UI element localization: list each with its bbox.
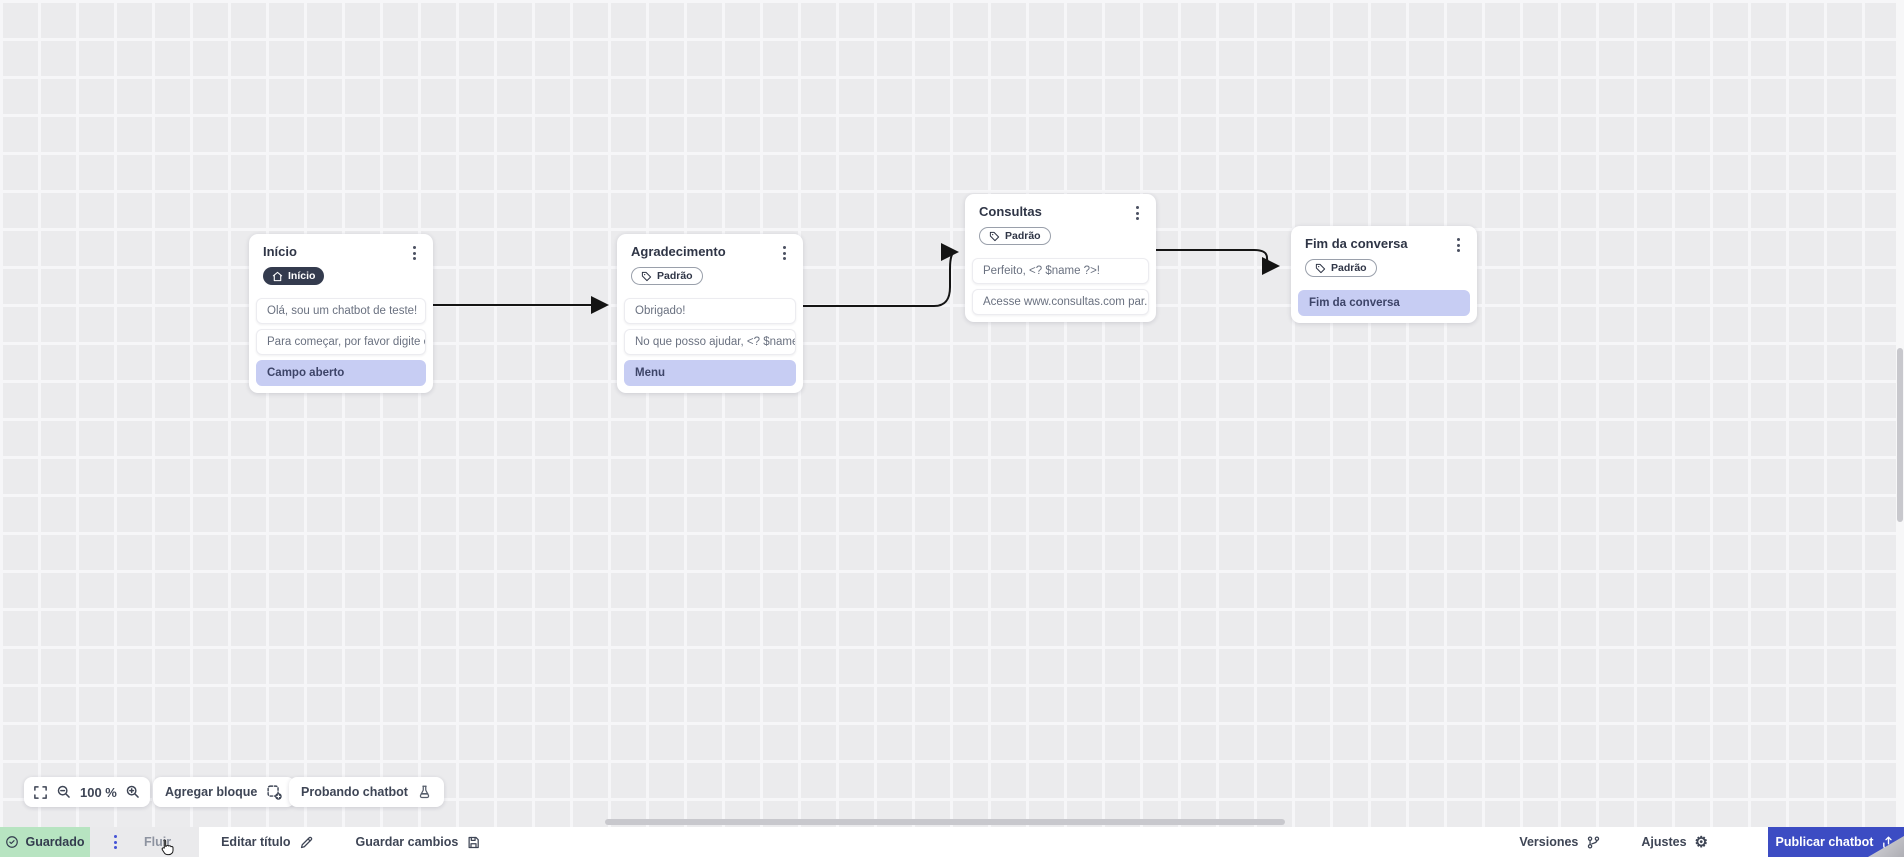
node-action-end-conversation[interactable]: Fim da conversa — [1298, 289, 1470, 316]
flow-canvas[interactable]: Início Início Olá, sou um chatbot de tes… — [0, 0, 1904, 827]
save-changes-button[interactable]: Guardar cambios — [356, 835, 482, 850]
add-block-label: Agregar bloque — [165, 785, 258, 799]
drag-dots-icon[interactable] — [114, 835, 117, 849]
edit-title-button[interactable]: Editar título — [221, 835, 313, 850]
flow-node-agradecimento[interactable]: Agradecimento Padrão Obrigado! No que po… — [617, 234, 803, 393]
edge-consultas-fim — [1156, 249, 1280, 275]
node-menu-button[interactable] — [1133, 204, 1142, 222]
check-circle-icon — [6, 836, 19, 848]
node-message[interactable]: No que posso ajudar, <? $name ... — [624, 328, 796, 355]
node-title: Consultas — [979, 204, 1042, 219]
saved-status-badge: Guardado — [0, 827, 90, 857]
test-chatbot-button[interactable]: Probando chatbot — [289, 777, 444, 807]
tag-icon — [989, 231, 1000, 241]
node-title: Fim da conversa — [1305, 236, 1408, 251]
fullscreen-icon[interactable] — [33, 785, 48, 800]
statusbar: Guardado Fluir Editar título Guardar cam… — [0, 827, 1904, 857]
vertical-scrollbar-thumb[interactable] — [1897, 348, 1903, 522]
settings-button[interactable]: Ajustes ⚙ — [1641, 835, 1708, 850]
zoom-out-icon[interactable] — [56, 784, 72, 800]
settings-label: Ajustes — [1641, 835, 1687, 849]
node-message[interactable]: Perfeito, <? $name ?>! — [972, 257, 1149, 284]
node-menu-button[interactable] — [780, 244, 789, 262]
gear-icon: ⚙ — [1694, 833, 1708, 851]
zoom-in-icon[interactable] — [125, 784, 141, 800]
edit-title-label: Editar título — [221, 835, 291, 849]
node-type-badge: Padrão — [1305, 259, 1377, 277]
node-message[interactable]: Obrigado! — [624, 297, 796, 324]
node-message[interactable]: Olá, sou um chatbot de teste! — [256, 297, 426, 324]
versions-label: Versiones — [1519, 835, 1579, 849]
pencil-icon — [300, 836, 312, 848]
node-action-open-field[interactable]: Campo aberto — [256, 359, 426, 386]
canvas-zoom-controls: 100 % — [24, 777, 150, 807]
node-type-badge: Padrão — [979, 227, 1051, 245]
git-branch-icon — [1588, 836, 1600, 848]
flask-icon — [419, 785, 430, 798]
horizontal-scrollbar-thumb[interactable] — [605, 819, 1285, 825]
tab-flow[interactable]: Fluir — [90, 827, 200, 857]
node-type-badge: Início — [263, 267, 325, 285]
publish-chatbot-label: Publicar chatbot — [1775, 835, 1874, 849]
add-block-icon — [267, 784, 283, 800]
node-menu-button[interactable] — [1454, 236, 1463, 254]
tab-flow-label: Fluir — [144, 835, 172, 849]
publish-chatbot-button[interactable]: Publicar chatbot — [1768, 827, 1904, 857]
flow-node-fim[interactable]: Fim da conversa Padrão Fim da conversa — [1291, 226, 1477, 323]
save-icon — [468, 836, 480, 848]
saved-status-label: Guardado — [25, 835, 85, 849]
home-icon — [272, 271, 283, 281]
versions-button[interactable]: Versiones — [1519, 835, 1601, 850]
zoom-level: 100 % — [80, 784, 117, 800]
flow-node-consultas[interactable]: Consultas Padrão Perfeito, <? $name ?>! … — [965, 194, 1156, 322]
add-block-button[interactable]: Agregar bloque — [153, 777, 296, 807]
node-message[interactable]: Para começar, por favor digite o ... — [256, 328, 426, 355]
node-title: Início — [263, 244, 297, 259]
flow-node-inicio[interactable]: Início Início Olá, sou um chatbot de tes… — [249, 234, 433, 393]
tag-icon — [641, 271, 652, 281]
save-changes-label: Guardar cambios — [355, 835, 459, 849]
node-menu-button[interactable] — [410, 244, 419, 262]
node-title: Agradecimento — [631, 244, 726, 259]
node-message[interactable]: Acesse www.consultas.com par... — [972, 288, 1149, 315]
node-type-badge: Padrão — [631, 267, 703, 285]
test-chatbot-label: Probando chatbot — [301, 785, 408, 799]
node-action-menu[interactable]: Menu — [624, 359, 796, 386]
edge-agradecimento-consultas — [803, 243, 959, 307]
tag-icon — [1315, 263, 1326, 273]
